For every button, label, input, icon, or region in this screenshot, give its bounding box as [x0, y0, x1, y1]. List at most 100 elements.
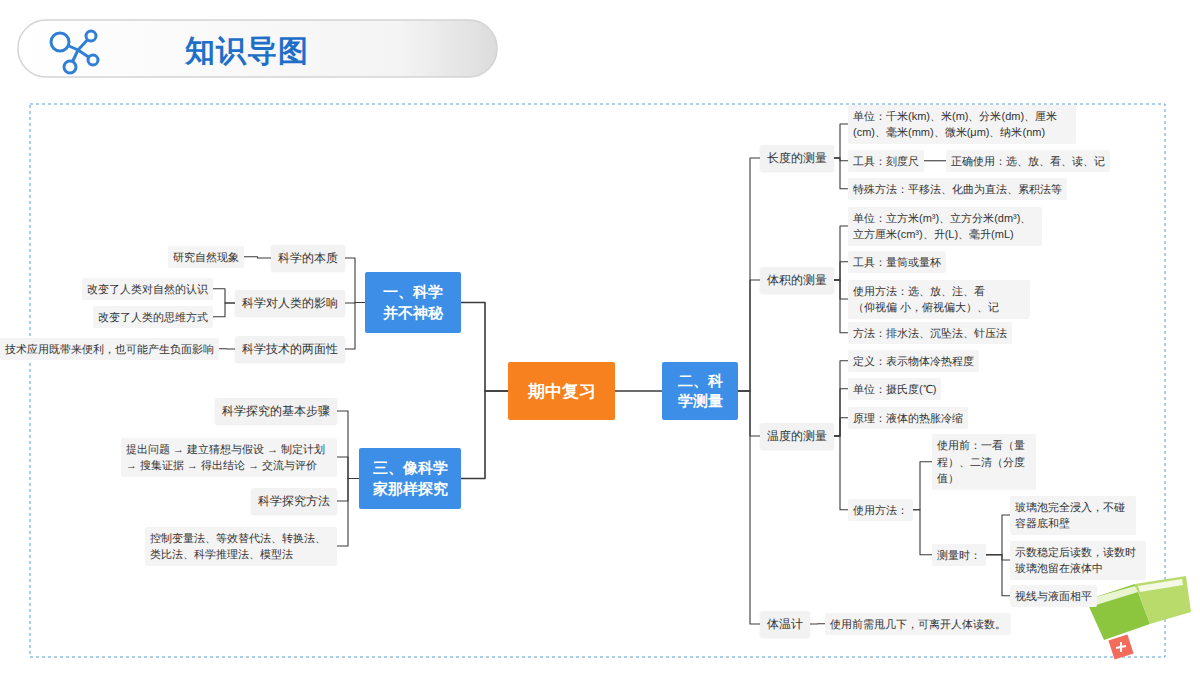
node-label: 三、像科学 家那样探究	[359, 458, 461, 499]
connector-line	[345, 303, 365, 350]
connector-line	[913, 462, 932, 510]
detail-box: 单位：摄氏度(℃)	[848, 378, 941, 401]
node-label: 二、科 学测量	[662, 371, 738, 412]
detail-box: 正确使用：选、放、看、读、记	[946, 150, 1110, 173]
connector-line	[986, 515, 1010, 555]
node-label: 工具：量筒或量杯	[853, 254, 941, 271]
node-label: 科学探究方法	[258, 493, 330, 509]
connector-line	[986, 555, 1010, 596]
connector-line	[337, 457, 359, 479]
branch-topic: 二、科 学测量	[662, 362, 738, 420]
connector-line	[834, 280, 848, 299]
detail-box: 原理：液体的热胀冷缩	[848, 407, 968, 430]
connector-line	[834, 226, 848, 280]
detail-box: 方法：排水法、沉坠法、针压法	[848, 322, 1012, 345]
detail-box: 玻璃泡完全浸入，不碰 容器底和壁	[1010, 496, 1136, 535]
connector-line	[913, 510, 932, 555]
connector-line	[834, 418, 848, 436]
connector-line	[219, 348, 235, 349]
detail-box: 使用前：一看（量 程）、二清（分度 值）	[932, 434, 1036, 490]
connector-line	[738, 391, 760, 436]
detail-box: 使用前需甩几下，可离开人体读数。	[825, 613, 1011, 636]
node-label: 特殊方法：平移法、化曲为直法、累积法等	[853, 181, 1062, 198]
connector-line	[924, 160, 946, 161]
central-topic: 期中复习	[508, 362, 615, 420]
icon-atom	[88, 55, 98, 65]
node-label: 单位：千米(km)、米(m)、分米(dm)、厘米 (cm)、毫米(mm)、微米(…	[853, 108, 1071, 141]
detail-box: 工具：刻度尺	[848, 150, 924, 173]
connector-line	[244, 257, 271, 258]
subtopic-box: 科学技术的两面性	[235, 336, 345, 362]
connector-line	[738, 391, 760, 624]
node-label: 科学探究的基本步骤	[222, 403, 330, 419]
subtopic-box: 体温计	[760, 611, 810, 637]
node-label: 使用前需甩几下，可离开人体读数。	[830, 616, 1006, 633]
book-page-edge	[1092, 586, 1138, 605]
connector-line	[738, 280, 760, 391]
node-label: 科学对人类的影响	[242, 295, 338, 311]
node-label: 使用前：一看（量 程）、二清（分度 值）	[937, 437, 1031, 487]
connector-line	[213, 289, 235, 303]
node-label: 正确使用：选、放、看、读、记	[951, 153, 1105, 170]
detail-box: 提出问题 → 建立猜想与假设 → 制定计划 → 搜集证据 → 得出结论 → 交流…	[121, 438, 337, 477]
icon-atom	[64, 61, 76, 73]
node-label: 期中复习	[528, 380, 596, 403]
node-label: 提出问题 → 建立猜想与假设 → 制定计划 → 搜集证据 → 得出结论 → 交流…	[126, 441, 332, 474]
connector-line	[337, 411, 359, 478]
detail-box: 改变了人类对自然的认识	[82, 278, 213, 301]
detail-box: 控制变量法、等效替代法、转换法、 类比法、科学推理法、模型法	[145, 527, 337, 566]
connector-line	[834, 262, 848, 280]
node-label: 单位：立方米(m³)、立方分米(dm³)、 立方厘米(cm³)、升(L)、毫升(…	[853, 210, 1037, 243]
node-label: 体温计	[767, 616, 803, 632]
node-label: 温度的测量	[767, 428, 827, 444]
subtopic-box: 科学探究方法	[251, 488, 337, 514]
header-pill	[18, 20, 497, 77]
node-label: 改变了人类的思维方式	[98, 309, 208, 326]
node-label: 示数稳定后读数，读数时 玻璃泡留在液体中	[1015, 544, 1141, 577]
node-label: 工具：刻度尺	[853, 153, 919, 170]
header-icon	[51, 31, 98, 73]
node-label: 使用方法：	[853, 502, 908, 519]
connector-line	[461, 303, 508, 392]
connector-line	[615, 390, 662, 392]
detail-box: 测量时：	[932, 544, 986, 567]
node-label: 长度的测量	[767, 150, 827, 166]
detail-box: 工具：量筒或量杯	[848, 251, 946, 274]
dashed-frame	[30, 104, 1165, 657]
page-title: 知识导图	[185, 31, 309, 72]
connector-line	[738, 158, 760, 391]
subtopic-box: 温度的测量	[760, 423, 834, 449]
connector-line	[986, 555, 1010, 560]
connector-line	[834, 158, 848, 189]
node-label: 一、科学 并不神秘	[365, 282, 461, 323]
detail-box: 单位：千米(km)、米(m)、分米(dm)、厘米 (cm)、毫米(mm)、微米(…	[848, 105, 1076, 144]
connector-line	[461, 391, 508, 479]
node-label: 使用方法：选、放、注、看（仰视偏 小，俯视偏大）、记	[853, 283, 1025, 316]
detail-box: 定义：表示物体冷热程度	[848, 350, 979, 373]
connector-line	[810, 623, 825, 624]
book-illustration	[1086, 576, 1191, 660]
node-label: 体积的测量	[767, 272, 827, 288]
subtopic-box: 科学对人类的影响	[235, 290, 345, 316]
connector-line	[834, 124, 848, 158]
node-label: 视线与液面相平	[1015, 588, 1092, 605]
detail-box: 改变了人类的思维方式	[93, 306, 213, 329]
detail-box: 示数稳定后读数，读数时 玻璃泡留在液体中	[1010, 541, 1146, 580]
detail-box: 使用方法：选、放、注、看（仰视偏 小，俯视偏大）、记	[848, 280, 1030, 319]
cube-plus	[1116, 642, 1126, 652]
node-label: 技术应用既带来便利，也可能产生负面影响	[5, 341, 214, 358]
subtopic-box: 长度的测量	[760, 145, 834, 171]
subtopic-box: 科学探究的基本步骤	[215, 398, 337, 424]
detail-box: 研究自然现象	[168, 246, 244, 269]
branch-topic: 三、像科学 家那样探究	[359, 448, 461, 509]
detail-box: 特殊方法：平移法、化曲为直法、累积法等	[848, 178, 1067, 201]
node-label: 测量时：	[937, 547, 981, 564]
node-label: 科学技术的两面性	[242, 341, 338, 357]
connector-line	[834, 436, 848, 510]
connector-line	[834, 389, 848, 436]
branch-topic: 一、科学 并不神秘	[365, 272, 461, 333]
connector-line	[834, 280, 848, 333]
node-label: 原理：液体的热胀冷缩	[853, 410, 963, 427]
detail-box: 使用方法：	[848, 499, 913, 522]
